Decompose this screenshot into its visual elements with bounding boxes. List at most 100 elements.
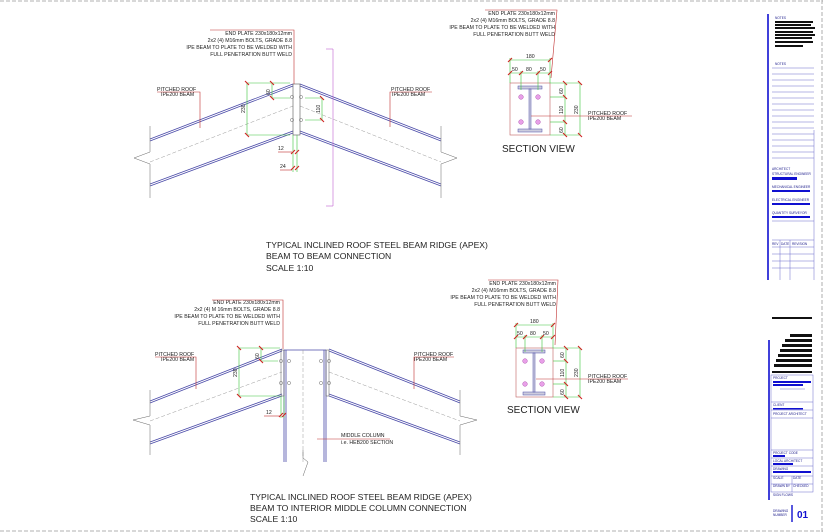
- dim-230: 230: [574, 368, 580, 377]
- drawing-text: IPE BEAM TO PLATE TO BE WELDED WITH: [174, 314, 280, 320]
- drawing-mark: [269, 80, 275, 86]
- mechanical-engineer-label: MECHANICAL ENGINEER: [772, 185, 811, 189]
- drawing-mark: [773, 384, 803, 386]
- drawing-mark: [775, 27, 815, 29]
- drawing-mark: [413, 356, 454, 389]
- drawing-mark: [780, 349, 812, 352]
- drawing-mark: [532, 352, 536, 393]
- drawing-text: PITCHED ROOF: [157, 87, 196, 93]
- drawing-mark: [772, 203, 810, 205]
- drawing-mark: [319, 359, 323, 363]
- drawing-mark: [774, 364, 812, 367]
- client-label: CLIENT: [773, 403, 784, 407]
- section-note: END PLATE 230x180x12mm 2x2 (4) M16mm BOL…: [449, 9, 558, 79]
- drawing-mark: [772, 190, 810, 192]
- drawing-mark: [299, 130, 442, 185]
- electrical-engineer-label: ELECTRICAL ENGINEER: [772, 198, 810, 202]
- bolt-holes: [522, 358, 545, 387]
- drawing-mark: [236, 393, 242, 399]
- drawing-mark: [775, 41, 813, 43]
- bolt-holes: [518, 94, 541, 125]
- drawing-mark: [269, 95, 275, 101]
- drawing-mark: [258, 345, 264, 351]
- drawing-mark: [513, 322, 583, 400]
- drawing-text: IPE200 BEAM: [414, 357, 447, 363]
- drawing-mark: [782, 344, 812, 347]
- project-label: PROJECT: [773, 376, 788, 380]
- drawing-text: IPE BEAM TO PLATE TO BE WELDED WITH: [186, 45, 292, 51]
- drawing-text: TYPICAL INCLINED ROOF STEEL BEAM RIDGE (…: [266, 240, 488, 250]
- drawing-mark: [562, 132, 568, 138]
- section-view-bottom: 180 50 80 50 60 110 60 230 END PLATE 230…: [450, 279, 628, 416]
- drawn-by-label: DRAWN BY: [773, 484, 791, 488]
- drawing-text: END PLATE 230x180x12mm: [489, 281, 556, 287]
- drawing-text: PITCHED ROOF: [155, 352, 194, 358]
- section-note: END PLATE 230x180x12mm 2x2 (4) M16mm BOL…: [450, 279, 559, 346]
- drawing-mark: [515, 347, 554, 398]
- drawing-mark: [562, 94, 568, 100]
- drawing-mark: [279, 381, 283, 385]
- end-plate: [292, 83, 301, 136]
- drawing-text: BEAM TO BEAM CONNECTION: [266, 251, 391, 261]
- bolts: [279, 359, 331, 385]
- drawing-text: FULL PENETRATION BUTT WELD: [474, 302, 556, 308]
- drawing-text: END PLATE 230x180x12mm: [213, 300, 280, 306]
- drawing-mark: [522, 381, 528, 387]
- drawing-mark: [522, 391, 546, 396]
- dim-60a: 60: [559, 88, 565, 94]
- apex-beam-to-column-detail: 230 60 12 END PLATE 230x180x12mm 2x2 (4)…: [132, 299, 478, 524]
- revision-col: REVISION: [792, 242, 808, 246]
- left-beam-label: PITCHED ROOF IPE200 BEAM: [155, 352, 197, 389]
- drawing-mark: [485, 9, 558, 79]
- drawing-text: PITCHED ROOF: [414, 352, 453, 358]
- bolts: [290, 95, 303, 122]
- dim-24: 24: [280, 164, 286, 170]
- drawing-mark: [528, 88, 532, 130]
- drawing-text: BEAM TO INTERIOR MIDDLE COLUMN CONNECTIO…: [250, 503, 466, 513]
- drawing-text: PITCHED ROOF: [588, 111, 627, 117]
- drawing-mark: [132, 390, 151, 455]
- drawing-mark: [577, 132, 583, 138]
- drawing-mark: [539, 358, 545, 364]
- drawing-mark: [280, 349, 285, 397]
- drawing-mark: [149, 371, 283, 422]
- dim-110: 110: [316, 105, 322, 113]
- drawing-mark: [236, 345, 242, 351]
- drawing-mark: [550, 322, 556, 328]
- drawing-mark: [539, 381, 545, 387]
- dim-180: 180: [526, 54, 535, 60]
- drawing-mark: [149, 132, 294, 187]
- apex-beam-to-beam-detail: 230 60 110 12 24 END PLATE 230x180x12mm …: [133, 29, 488, 273]
- drawing-mark: [535, 119, 541, 125]
- drawing-mark: [509, 82, 551, 136]
- structural-engineer-label: STRUCTURAL ENGINEER: [772, 172, 812, 176]
- dim-180: 180: [530, 319, 539, 325]
- architect-label: ARCHITECT: [772, 167, 790, 171]
- drawing-mark: [149, 85, 294, 142]
- dimensions: 230 60 110 12 24: [241, 80, 325, 172]
- drawing-text: IPE200 BEAM: [161, 92, 194, 98]
- drawing-mark: [319, 117, 325, 123]
- left-rafter: [132, 348, 283, 455]
- drawing-mark: [287, 359, 291, 363]
- drawing-mark: [157, 91, 201, 128]
- drawing-mark: [522, 334, 528, 340]
- drawing-mark: [299, 118, 303, 122]
- dim-80: 80: [530, 331, 536, 337]
- right-rafter: [328, 348, 478, 455]
- drawing-text: SCALE 1:10: [250, 514, 298, 524]
- date-col: DATE: [781, 242, 789, 246]
- drawing-text: IPE200 BEAM: [588, 379, 621, 385]
- dim-50a: 50: [512, 67, 518, 73]
- drawing-mark: [518, 119, 524, 125]
- drawing-mark: [778, 354, 812, 357]
- detail-title-top: TYPICAL INCLINED ROOF STEEL BEAM RIDGE (…: [266, 240, 488, 273]
- drawing-mark: [290, 95, 294, 99]
- drawing-mark: [518, 70, 524, 76]
- drawing-mark: [299, 83, 442, 140]
- drawing-text: 2x2 (4) M16mm BOLTS, GRADE 8.8: [208, 38, 292, 44]
- drawing-mark: [550, 334, 556, 340]
- drawing-text: SCALE 1:10: [266, 263, 314, 273]
- drawing-number-label: DRAWING: [773, 509, 789, 513]
